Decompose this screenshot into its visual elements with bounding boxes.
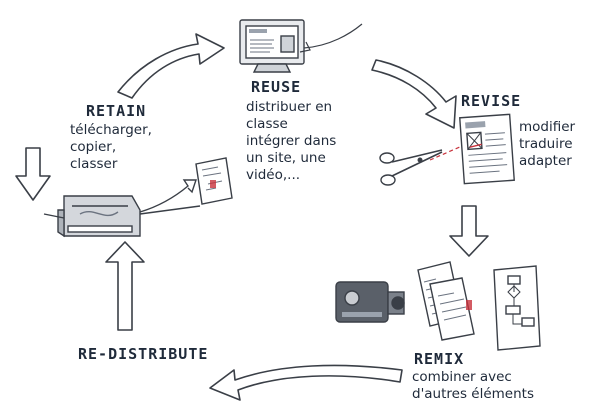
arrow-download-in <box>15 147 51 201</box>
arrow-reuse-to-revise <box>371 59 457 129</box>
retain-desc-line: copier, <box>70 139 117 155</box>
retain-description: télécharger, copier, classer <box>70 122 152 173</box>
video-camera-documents-icon <box>335 261 541 351</box>
reuse-desc-line: classe <box>246 116 288 132</box>
revise-title: REVISE <box>461 92 522 110</box>
reuse-desc-line: intégrer dans <box>246 133 337 149</box>
retain-desc-line: classer <box>70 156 118 172</box>
revise-desc-line: adapter <box>519 153 572 169</box>
reuse-desc-line: vidéo,... <box>246 167 301 183</box>
arrow-redistribute-to-retain <box>105 241 145 331</box>
printer-scanner-icon <box>43 157 233 238</box>
scissors-document-icon <box>379 113 515 186</box>
arrow-revise-to-remix <box>449 205 489 257</box>
reuse-desc-line: un site, une <box>246 150 326 166</box>
revise-desc-line: modifier <box>519 119 576 135</box>
printed-page-icon <box>195 157 233 205</box>
retain-title: RETAIN <box>86 102 147 120</box>
revise-desc-line: traduire <box>519 136 573 152</box>
remix-desc-line: d'autres éléments <box>412 386 534 402</box>
remix-title: REMIX <box>414 350 465 368</box>
redistribute-title: RE-DISTRIBUTE <box>78 345 209 363</box>
arrow-remix-to-redistribute <box>209 364 403 401</box>
reuse-title: REUSE <box>251 78 302 96</box>
computer-monitor-icon <box>239 19 363 73</box>
reuse-description: distribuer en classe intégrer dans un si… <box>246 99 336 184</box>
remix-description: combiner avec d'autres éléments <box>412 369 534 403</box>
remix-desc-line: combiner avec <box>412 369 512 385</box>
retain-desc-line: télécharger, <box>70 122 152 138</box>
reuse-desc-line: distribuer en <box>246 99 333 115</box>
revise-description: modifier traduire adapter <box>519 119 575 170</box>
arrow-retain-to-reuse <box>117 33 225 99</box>
